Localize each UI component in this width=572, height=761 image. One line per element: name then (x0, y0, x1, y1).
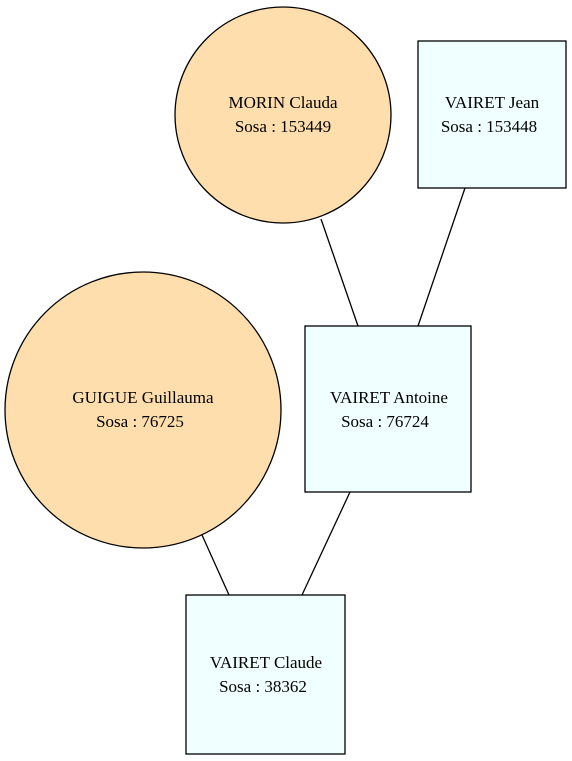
person-name: MORIN Clauda (228, 93, 338, 112)
person-node-vairet-jean[interactable]: VAIRET Jean Sosa : 153448 (417, 40, 567, 189)
person-sosa: Sosa : 38362 (219, 677, 307, 696)
person-sosa: Sosa : 76725 (96, 412, 184, 431)
person-node-morin-clauda[interactable]: MORIN Clauda Sosa : 153449 (174, 6, 392, 224)
female-node-circle (174, 6, 392, 224)
male-node-box (185, 594, 346, 755)
edge-morin-to-antoine (320, 218, 359, 327)
person-sosa: Sosa : 153449 (235, 117, 331, 136)
male-node-box (304, 325, 472, 493)
person-sosa: Sosa : 76724 (341, 412, 429, 431)
edge-guigue-to-claude (201, 534, 230, 596)
edge-jean-to-antoine (417, 187, 466, 327)
person-name: VAIRET Antoine (330, 388, 448, 407)
person-node-vairet-claude[interactable]: VAIRET Claude Sosa : 38362 (185, 594, 346, 755)
female-node-circle (4, 271, 282, 549)
edge-antoine-to-claude (301, 491, 351, 596)
person-name: VAIRET Jean (445, 93, 540, 112)
person-sosa: Sosa : 153448 (441, 117, 537, 136)
person-name: GUIGUE Guillauma (72, 388, 214, 407)
person-node-guigue-guillauma[interactable]: GUIGUE Guillauma Sosa : 76725 (4, 271, 282, 549)
male-node-box (417, 40, 567, 189)
person-name: VAIRET Claude (210, 653, 322, 672)
person-node-vairet-antoine[interactable]: VAIRET Antoine Sosa : 76724 (304, 325, 472, 493)
